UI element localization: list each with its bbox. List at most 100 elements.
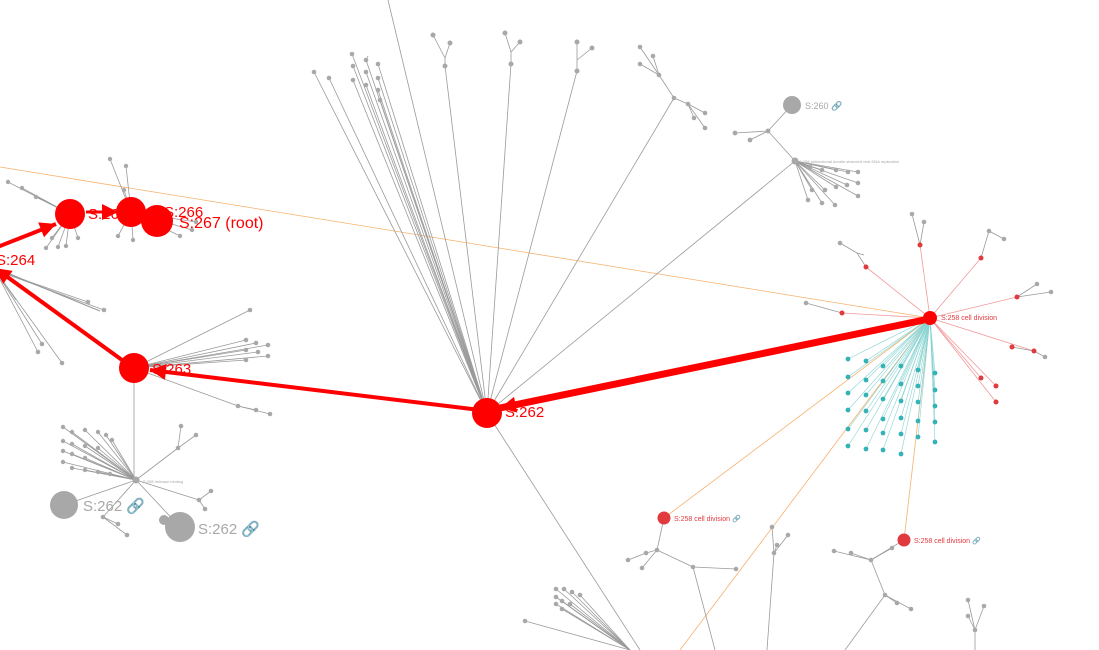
replication-leaf-node[interactable] [809, 187, 815, 193]
cell-division-leaf-node[interactable] [1031, 348, 1037, 354]
helicase-leaf-node[interactable] [95, 469, 101, 475]
cluster-s258b-node[interactable] [894, 600, 900, 606]
cluster-bottom-node[interactable] [559, 606, 565, 612]
cluster-bottom-node[interactable] [785, 532, 791, 538]
teal-leaf-node[interactable] [898, 431, 904, 437]
helicase-leaf-node[interactable] [60, 459, 66, 465]
twig-top-1-node[interactable] [442, 63, 448, 69]
helicase-leaf-node[interactable] [69, 429, 75, 435]
hub-leaf-node[interactable] [350, 77, 356, 83]
node-s258-replication[interactable] [791, 157, 799, 165]
s265-leaf-node[interactable] [49, 235, 55, 241]
twig-top-2-node[interactable] [508, 61, 514, 67]
s263-leaf-node[interactable] [265, 353, 271, 359]
node-s265[interactable] [55, 199, 85, 229]
helicase-leaf-node[interactable] [69, 451, 75, 457]
teal-leaf-node[interactable] [898, 398, 904, 404]
cluster-bottom-node[interactable] [553, 594, 559, 600]
hub-leaf-node[interactable] [375, 87, 381, 93]
cell-division-leaf-node[interactable] [993, 399, 999, 405]
cluster-s258b-node[interactable] [882, 592, 888, 598]
replication-leaf-node[interactable] [855, 193, 861, 199]
hub-leaf-node[interactable] [349, 51, 355, 57]
cluster-bottom-node[interactable] [981, 603, 987, 609]
helicase-leaf-node[interactable] [82, 467, 88, 473]
cluster-s258a-node[interactable] [639, 565, 645, 571]
cluster-bottom-node[interactable] [559, 598, 565, 604]
helicase-node[interactable] [175, 445, 181, 451]
replication-leaf-node[interactable] [805, 197, 811, 203]
cell-division-leaf-node[interactable] [1014, 294, 1020, 300]
cluster-ur-node[interactable] [685, 101, 691, 107]
cell-division-leaf-node[interactable] [978, 255, 984, 261]
s263-leaf-node[interactable] [253, 340, 259, 346]
cd-leaf-tail-node[interactable] [921, 219, 927, 225]
teal-leaf-node[interactable] [880, 378, 886, 384]
s263-leaf-node[interactable] [235, 403, 241, 409]
cluster-bottom-node[interactable] [965, 597, 971, 603]
helicase-leaf-node[interactable] [109, 437, 115, 443]
cluster-s258a-node[interactable] [654, 547, 660, 553]
s265-leaf-node[interactable] [55, 244, 61, 250]
cluster-ur-node[interactable] [702, 110, 708, 116]
teal-leaf-node[interactable] [863, 358, 869, 364]
cd-leaf-tail-node[interactable] [837, 240, 843, 246]
cluster-ur-node[interactable] [691, 115, 697, 121]
s263-leaf-node[interactable] [255, 349, 261, 355]
teal-leaf-node[interactable] [880, 447, 886, 453]
twig-top-2-tip[interactable] [517, 39, 523, 45]
helicase-leaf-node[interactable] [60, 424, 66, 430]
helicase-node[interactable] [208, 488, 214, 494]
hub-leaf-node[interactable] [363, 69, 369, 75]
node-s262[interactable] [472, 398, 502, 428]
cluster-s258a-node[interactable] [690, 564, 696, 570]
teal-leaf-node[interactable] [863, 427, 869, 433]
twig-top-3-tip[interactable] [589, 45, 595, 51]
cluster-s260-node[interactable] [765, 128, 771, 134]
hub-leaf-node[interactable] [311, 69, 317, 75]
helicase-node[interactable] [193, 432, 199, 438]
hub-leaf-node[interactable] [350, 63, 356, 69]
label-s262-link-b[interactable]: S:262 🔗 [198, 519, 260, 538]
label-s262-link-a[interactable]: S:262 🔗 [83, 496, 145, 515]
teal-leaf-node[interactable] [845, 374, 851, 380]
s264-leaf-node[interactable] [85, 299, 91, 305]
cluster-bottom-node[interactable] [567, 601, 573, 607]
teal-leaf-node[interactable] [932, 370, 938, 376]
cluster-ur-node[interactable] [656, 72, 662, 78]
cluster-bottom-node[interactable] [965, 613, 971, 619]
teal-leaf-node[interactable] [845, 407, 851, 413]
helicase-leaf-node[interactable] [82, 443, 88, 449]
s265-leaf-node[interactable] [75, 235, 81, 241]
teal-leaf-node[interactable] [880, 396, 886, 402]
twig-top-1-tip[interactable] [430, 32, 436, 38]
cluster-bottom-node[interactable] [972, 627, 978, 633]
teal-leaf-node[interactable] [880, 363, 886, 369]
helicase-node[interactable] [202, 506, 208, 512]
node-s267-root[interactable] [141, 205, 173, 237]
replication-leaf-node[interactable] [832, 202, 838, 208]
cluster-s258b-node[interactable] [848, 550, 854, 556]
label-s260[interactable]: S:260 🔗 [805, 100, 842, 112]
cluster-s260-node[interactable] [747, 137, 753, 143]
teal-leaf-node[interactable] [898, 451, 904, 457]
s265-leaf-node[interactable] [5, 179, 11, 185]
teal-leaf-node[interactable] [880, 430, 886, 436]
twig-top-3-tip[interactable] [574, 39, 580, 45]
node-s258-cell-division[interactable] [923, 311, 937, 325]
cluster-s258a-node[interactable] [625, 557, 631, 563]
cluster-bottom-node[interactable] [774, 542, 780, 548]
cluster-s258a-node[interactable] [643, 550, 649, 556]
node-s266[interactable] [116, 197, 146, 227]
helicase-node[interactable] [100, 514, 106, 520]
s264-leaf-node[interactable] [59, 360, 65, 366]
teal-leaf-node[interactable] [898, 415, 904, 421]
label-s258-link-b[interactable]: S:258 cell division 🔗 [914, 536, 981, 545]
helicase-node[interactable] [124, 532, 130, 538]
cluster-s258b-node[interactable] [868, 557, 874, 563]
cell-division-leaf-node[interactable] [993, 383, 999, 389]
helicase-leaf-node[interactable] [69, 441, 75, 447]
twig-top-3-node[interactable] [574, 68, 580, 74]
s266-leaf-node[interactable] [177, 233, 183, 239]
